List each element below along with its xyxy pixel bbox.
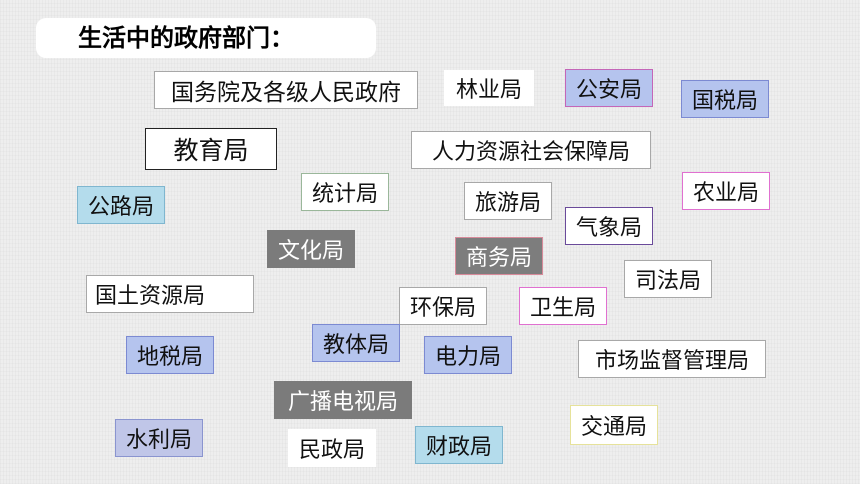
tag-education-sports-bureau: 教体局 <box>312 324 400 362</box>
tag-education-bureau: 教育局 <box>145 128 277 170</box>
tag-forestry-bureau: 林业局 <box>444 70 534 106</box>
tag-meteorology-bureau: 气象局 <box>565 207 653 245</box>
tag-statistics-bureau: 统计局 <box>301 173 389 211</box>
tag-finance-bureau: 财政局 <box>415 426 503 464</box>
tag-environmental-bureau: 环保局 <box>399 287 487 325</box>
tag-transport-bureau: 交通局 <box>570 405 658 445</box>
tag-public-security-bureau: 公安局 <box>565 69 653 107</box>
tag-tourism-bureau: 旅游局 <box>464 182 552 220</box>
tag-agriculture-bureau: 农业局 <box>682 172 770 210</box>
tag-commerce-bureau: 商务局 <box>455 237 543 275</box>
tag-justice-bureau: 司法局 <box>624 260 712 298</box>
tag-water-resources-bureau: 水利局 <box>115 419 203 457</box>
tag-local-tax-bureau: 地税局 <box>126 336 214 374</box>
tag-highway-bureau: 公路局 <box>77 186 165 224</box>
page-title: 生活中的政府部门： <box>78 24 294 52</box>
tag-electric-power-bureau: 电力局 <box>424 336 512 374</box>
tag-health-bureau: 卫生局 <box>519 287 607 325</box>
title-bar <box>36 18 376 58</box>
tag-culture-bureau: 文化局 <box>267 230 355 268</box>
tag-civil-affairs-bureau: 民政局 <box>288 429 376 467</box>
tag-market-supervision-bureau: 市场监督管理局 <box>578 340 766 378</box>
tag-broadcast-tv-bureau: 广播电视局 <box>274 381 412 419</box>
tag-human-resources-bureau: 人力资源社会保障局 <box>411 131 651 169</box>
tag-land-resources-bureau: 国土资源局 <box>86 275 254 313</box>
tag-national-tax-bureau: 国税局 <box>681 80 769 118</box>
tag-state-council: 国务院及各级人民政府 <box>154 71 418 109</box>
